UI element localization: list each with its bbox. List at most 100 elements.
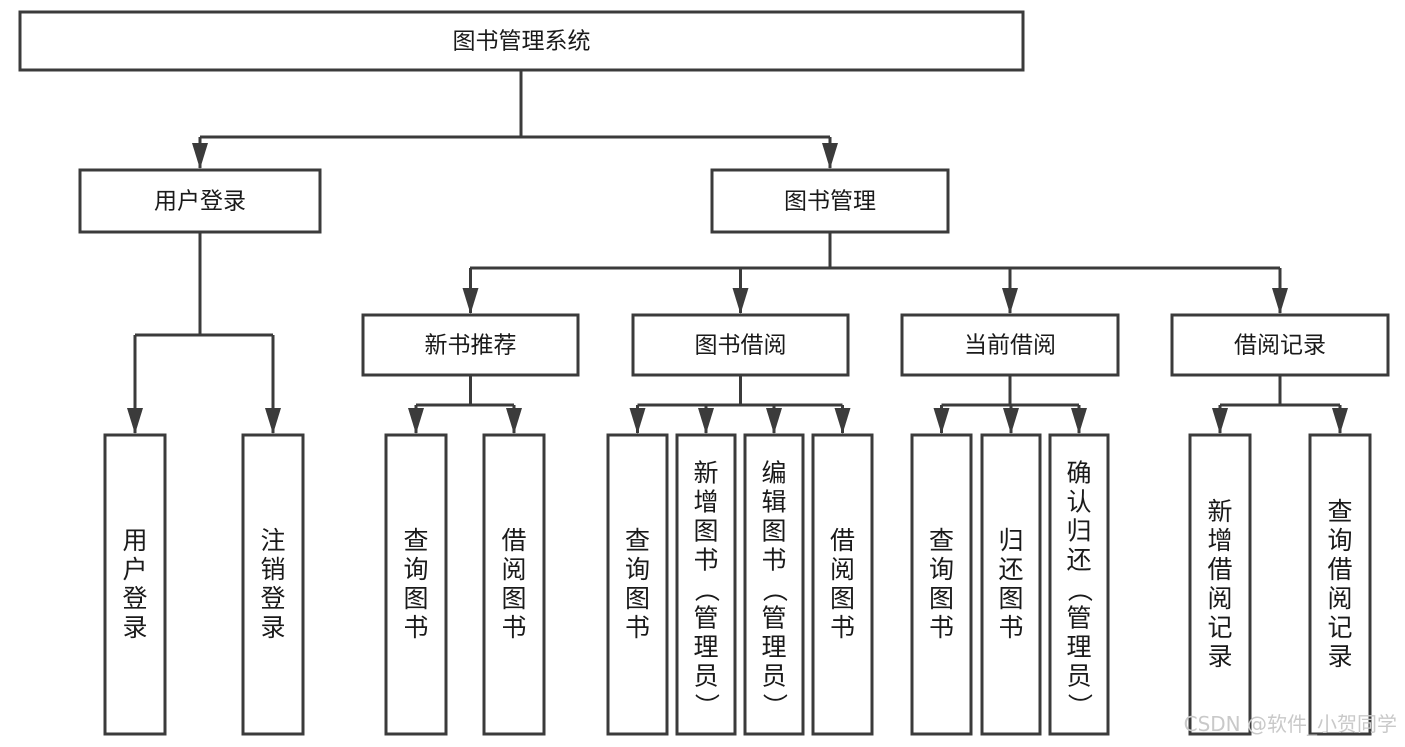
- arrow-to-current-borrow: [1002, 288, 1018, 314]
- node-label-char: 借: [830, 526, 855, 555]
- node-label-char: 图: [998, 584, 1023, 613]
- node-label-char: 理: [761, 633, 786, 662]
- node-label-char: 图: [693, 517, 718, 546]
- arrow-to-book-manage: [822, 143, 838, 169]
- node-label-char: 录: [122, 613, 147, 642]
- node-label: 图书管理系统: [453, 29, 591, 55]
- node-label-char: 户: [122, 555, 147, 584]
- node-label-char: 书: [998, 613, 1023, 642]
- node-box: [384, 433, 448, 736]
- node-label-char: 还: [998, 555, 1023, 584]
- node-label-char: 注: [260, 526, 285, 555]
- node-label-char: 录: [1207, 642, 1232, 671]
- arrow-to-leaf-query-record: [1332, 408, 1348, 434]
- node-label-char: 登: [260, 584, 285, 613]
- arrow-to-borrow-record: [1272, 288, 1288, 314]
- node-label-char: 阅: [1207, 584, 1232, 613]
- node-label-char: ）: [692, 693, 721, 718]
- node-new-book-recommend[interactable]: 新书推荐: [361, 313, 580, 377]
- node-label-char: 新: [1207, 497, 1232, 526]
- node-box: [743, 433, 805, 736]
- node-label-char: 询: [929, 555, 954, 584]
- node-label-char: 编: [761, 459, 786, 488]
- arrow-to-book-borrow: [732, 288, 749, 314]
- arrow-to-leaf-logout: [265, 408, 281, 434]
- node-label-char: 询: [403, 555, 428, 584]
- node-label-char: 书: [929, 613, 954, 642]
- node-label-char: 询: [1327, 526, 1352, 555]
- node-current-borrow[interactable]: 当前借阅: [900, 313, 1120, 377]
- node-label-char: 辑: [761, 488, 786, 517]
- node-label: 用户登录: [154, 189, 246, 215]
- node-label-char: 阅: [830, 555, 855, 584]
- node-label-char: 增: [1207, 526, 1232, 555]
- node-label-char: 员: [1066, 662, 1091, 691]
- node-label-char: 借: [1327, 555, 1352, 584]
- node-label-char: 销: [260, 555, 285, 584]
- arrow-to-leaf-borrow-book-2: [834, 408, 851, 434]
- arrow-to-leaf-borrow-book-1: [506, 408, 522, 434]
- node-label: 图书管理: [784, 189, 876, 215]
- node-label-char: 阅: [501, 555, 526, 584]
- node-box: [910, 433, 973, 736]
- node-book-manage[interactable]: 图书管理: [710, 168, 950, 234]
- node-box: [1170, 313, 1390, 377]
- node-leaf-user-login[interactable]: 用户登录: [103, 433, 167, 736]
- node-label-char: （: [760, 577, 789, 602]
- node-label-char: 图: [830, 584, 855, 613]
- node-label-char: 归: [998, 526, 1023, 555]
- node-label-char: 记: [1327, 613, 1352, 642]
- node-root[interactable]: 图书管理系统: [18, 10, 1025, 72]
- node-label-char: 查: [929, 526, 954, 555]
- node-label-char: （: [692, 577, 721, 602]
- node-label-char: 员: [693, 662, 718, 691]
- node-label-char: 理: [693, 633, 718, 662]
- node-label-char: 书: [693, 546, 718, 575]
- arrow-to-new-book-recommend: [462, 288, 479, 314]
- arrow-to-user-login: [192, 143, 208, 169]
- node-book-borrow[interactable]: 图书借阅: [631, 313, 850, 377]
- node-label-char: 图: [929, 584, 954, 613]
- arrow-to-leaf-add-book: [698, 408, 714, 434]
- node-box: [900, 313, 1120, 377]
- node-box: [103, 433, 167, 736]
- node-user-login[interactable]: 用户登录: [78, 168, 322, 234]
- node-label: 当前借阅: [964, 333, 1056, 359]
- arrow-to-leaf-query-book-2: [629, 408, 646, 434]
- node-label-char: 书: [625, 613, 650, 642]
- node-label-char: 记: [1207, 613, 1232, 642]
- node-label-char: 书: [761, 546, 786, 575]
- watermark: CSDN @软件_小贺同学: [1184, 712, 1397, 736]
- node-label-char: 图: [625, 584, 650, 613]
- node-label-char: 员: [761, 662, 786, 691]
- node-box: [361, 313, 580, 377]
- diagram-nodes: 图书管理系统用户登录图书管理新书推荐图书借阅当前借阅借阅记录用户登录注销登录查询…: [18, 10, 1390, 736]
- arrow-to-leaf-query-book-3: [933, 408, 950, 434]
- node-box: [710, 168, 950, 234]
- node-label-char: 借: [501, 526, 526, 555]
- node-label-char: 书: [501, 613, 526, 642]
- node-box: [78, 168, 322, 234]
- node-borrow-record[interactable]: 借阅记录: [1170, 313, 1390, 377]
- node-label-char: 登: [122, 584, 147, 613]
- node-label-char: 查: [625, 526, 650, 555]
- node-label-char: 图: [501, 584, 526, 613]
- node-label-char: 理: [1066, 633, 1091, 662]
- node-label-char: （: [1065, 577, 1094, 602]
- arrow-to-leaf-return-book: [1003, 408, 1019, 434]
- node-label-char: 借: [1207, 555, 1232, 584]
- node-label-char: 还: [1066, 546, 1091, 575]
- node-label-char: 查: [1327, 497, 1352, 526]
